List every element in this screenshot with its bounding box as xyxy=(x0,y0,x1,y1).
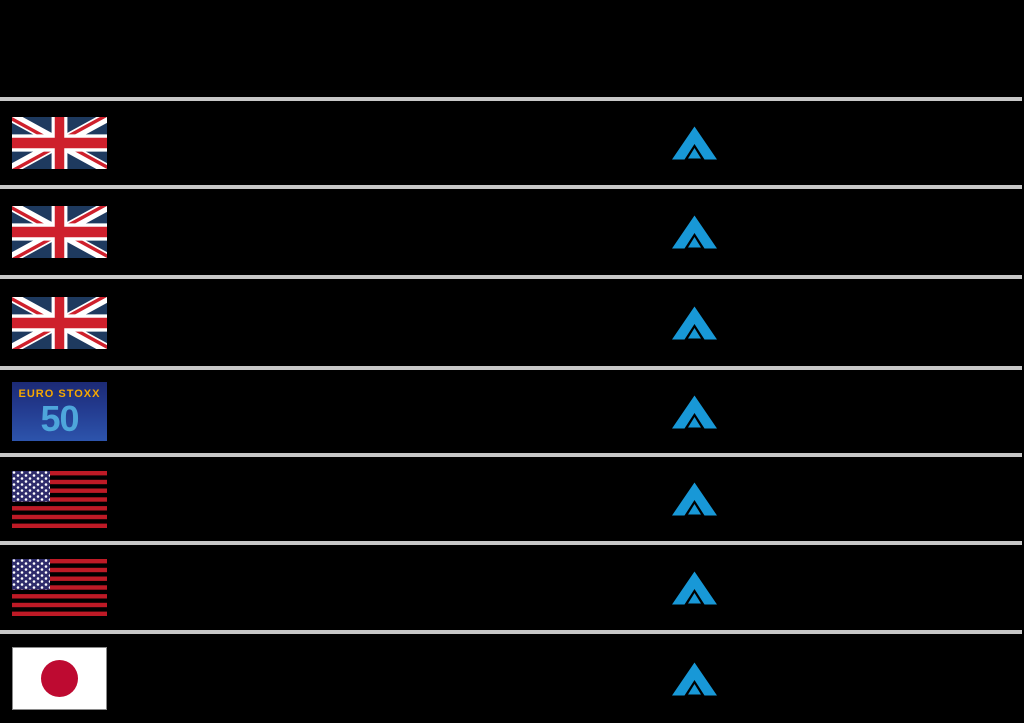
market-row-uk-1 xyxy=(0,101,1024,185)
uk-flag-icon xyxy=(12,206,107,258)
market-row-euro-stoxx-50: EURO STOXX 50 xyxy=(0,370,1024,453)
row-divider xyxy=(0,366,1022,370)
market-row-us-2 xyxy=(0,545,1024,630)
trend-up-icon xyxy=(672,395,717,428)
trend-up-icon xyxy=(672,482,717,516)
trend-up-icon xyxy=(672,662,717,695)
market-row-uk-2 xyxy=(0,189,1024,275)
euro-stoxx-logo-number: 50 xyxy=(40,398,79,439)
euro-stoxx-50-logo: EURO STOXX 50 xyxy=(12,382,107,441)
market-row-us-1 xyxy=(0,457,1024,541)
market-row-japan xyxy=(0,634,1024,723)
row-divider xyxy=(0,185,1022,189)
japan-flag-icon xyxy=(12,647,107,710)
market-row-uk-3 xyxy=(0,279,1024,366)
uk-flag-icon xyxy=(12,117,107,169)
us-flag-icon xyxy=(12,470,107,528)
row-divider xyxy=(0,453,1022,457)
trend-up-icon xyxy=(672,306,717,339)
row-divider xyxy=(0,541,1022,545)
row-divider xyxy=(0,630,1022,634)
uk-flag-icon xyxy=(12,296,107,349)
trend-up-icon xyxy=(672,571,717,604)
trend-up-icon xyxy=(672,215,717,249)
us-flag-icon xyxy=(12,559,107,616)
row-divider xyxy=(0,97,1022,101)
trend-up-icon xyxy=(672,126,717,160)
euro-stoxx-logo-title: EURO STOXX xyxy=(18,388,101,400)
row-divider xyxy=(0,275,1022,279)
